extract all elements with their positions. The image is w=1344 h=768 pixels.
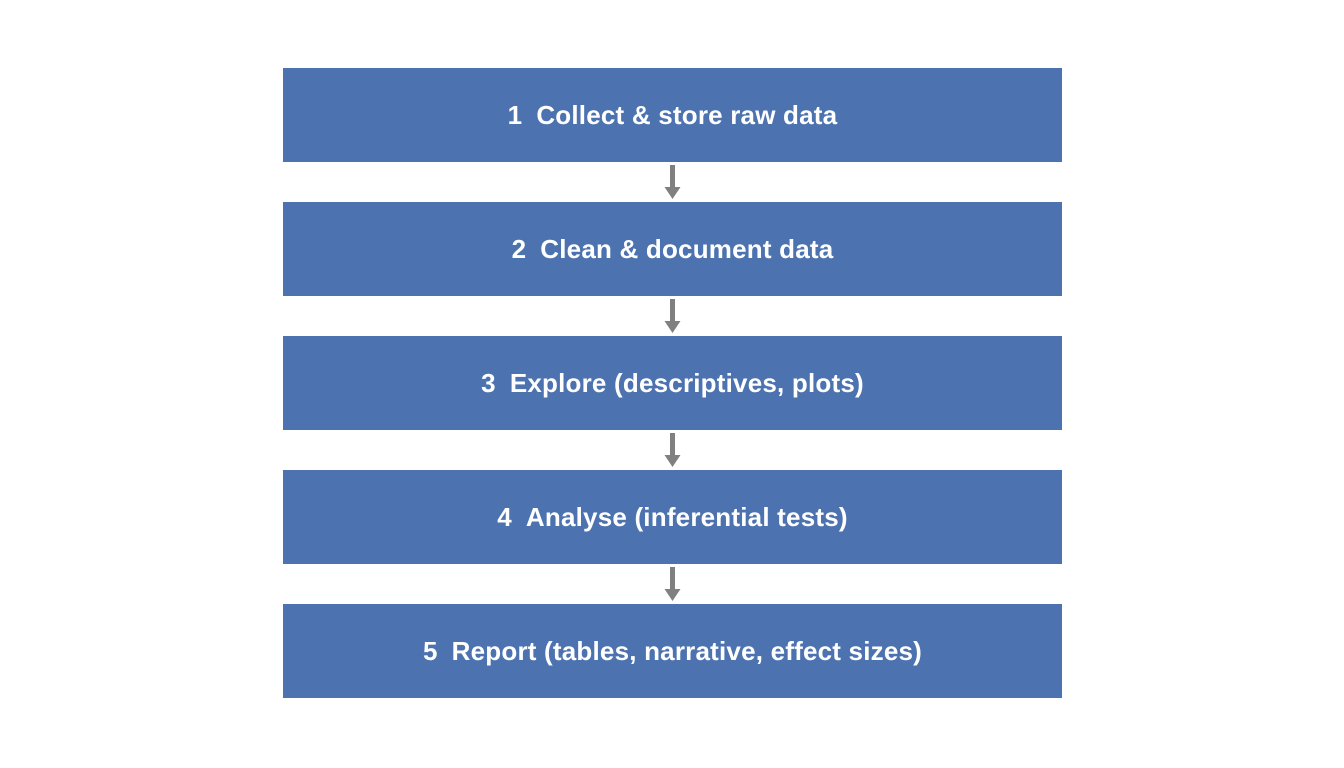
flow-column: 1 Collect & store raw data 2 Clean & doc… xyxy=(283,68,1062,698)
step-number: 5 xyxy=(422,635,438,666)
step-box-1: 1 Collect & store raw data xyxy=(283,68,1062,162)
step-label: Clean & document data xyxy=(540,233,834,264)
step-number: 2 xyxy=(511,233,527,264)
step-number: 4 xyxy=(497,501,512,532)
step-box-5: 5 Report (tables, narrative, effect size… xyxy=(283,604,1062,698)
down-arrow-icon xyxy=(283,162,1062,202)
step-number: 1 xyxy=(507,99,523,130)
step-box-3: 3 Explore (descriptives, plots) xyxy=(283,336,1062,430)
step-box-2: 2 Clean & document data xyxy=(283,202,1062,296)
step-number: 3 xyxy=(481,367,496,398)
step-label: Explore (descriptives, plots) xyxy=(509,367,864,398)
step-label: Collect & store raw data xyxy=(536,99,838,130)
step-box-4: 4 Analyse (inferential tests) xyxy=(283,470,1062,564)
step-label: Analyse (inferential tests) xyxy=(525,501,848,532)
down-arrow-icon xyxy=(283,430,1062,470)
down-arrow-icon xyxy=(283,296,1062,336)
down-arrow-icon xyxy=(283,564,1062,604)
step-label: Report (tables, narrative, effect sizes) xyxy=(451,635,923,666)
